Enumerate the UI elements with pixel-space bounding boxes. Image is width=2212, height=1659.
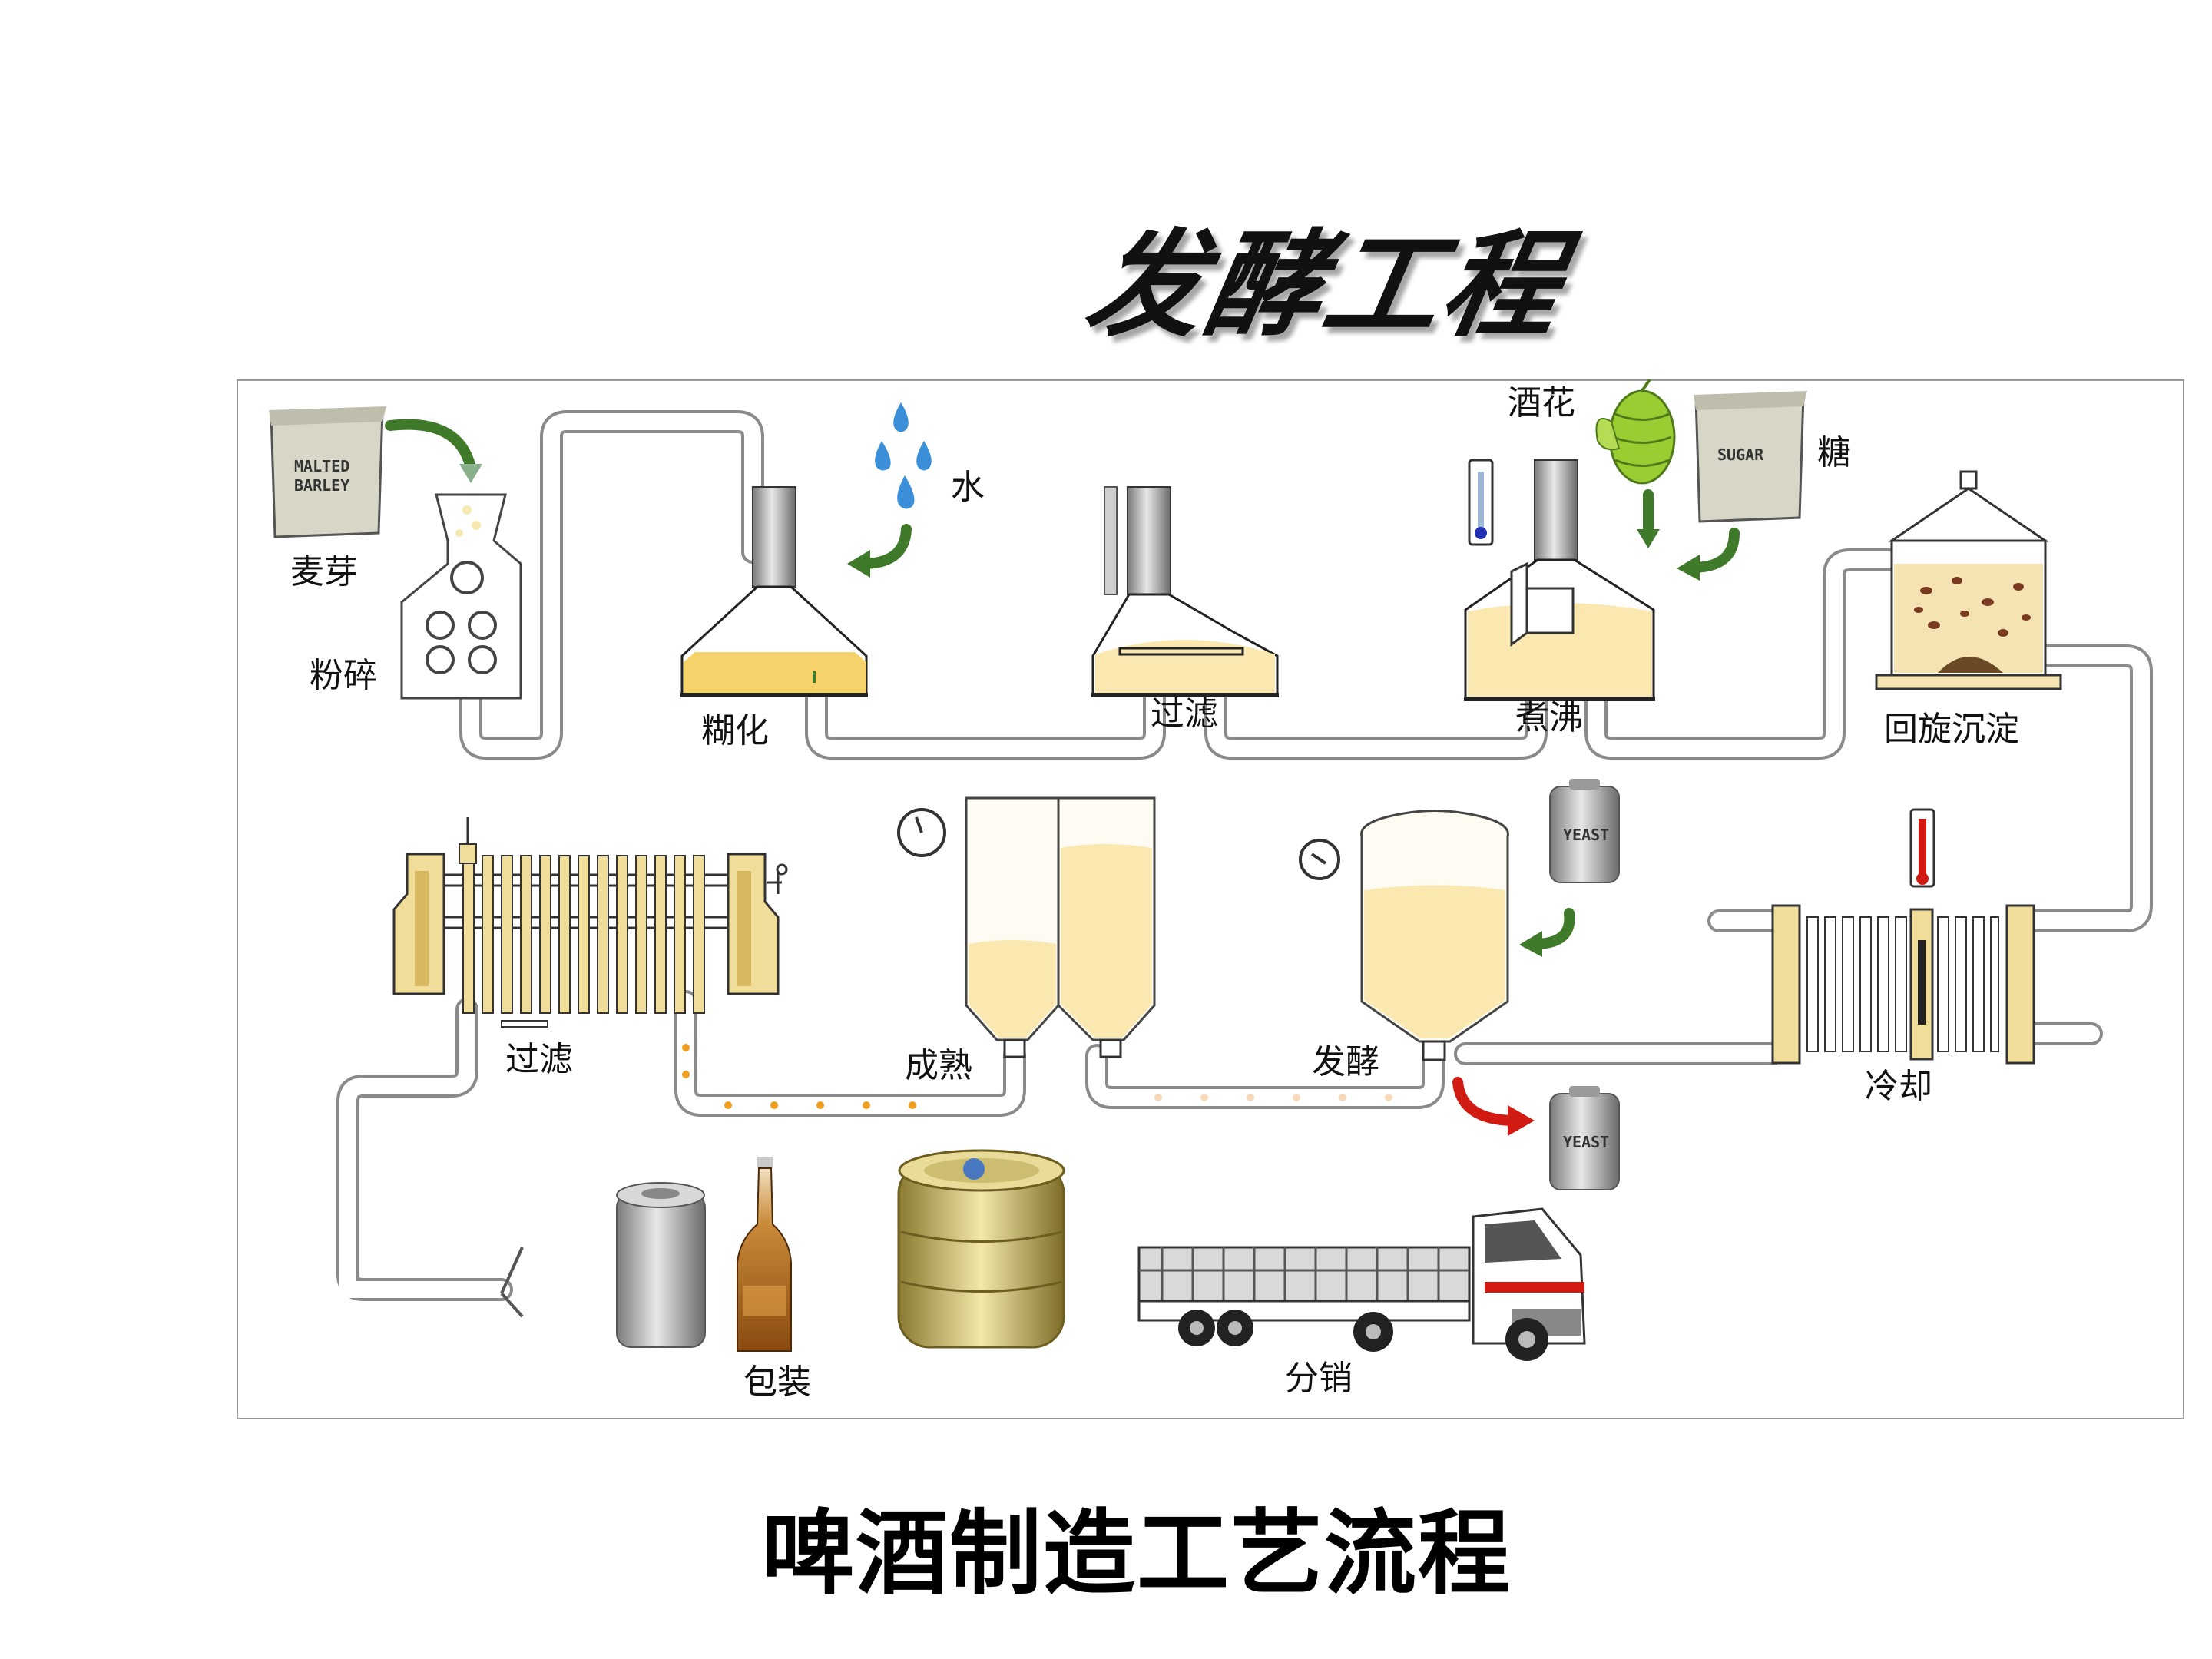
truck-icon bbox=[1137, 1207, 1586, 1361]
yeast-out-arrow-icon bbox=[1452, 1077, 1521, 1126]
label-ferment: 发酵 bbox=[1312, 1042, 1379, 1081]
malt-arrow-icon bbox=[385, 419, 476, 473]
cooler-thermometer-icon bbox=[1909, 808, 1936, 888]
label-hops: 酒花 bbox=[1508, 383, 1575, 422]
hops-icon bbox=[1595, 379, 1676, 485]
label-distribute: 分销 bbox=[1285, 1359, 1353, 1398]
fermenter-icon bbox=[1360, 810, 1509, 1061]
pipes bbox=[336, 410, 2153, 1318]
label-filter-bottom: 过滤 bbox=[505, 1040, 573, 1079]
lauter-tun-icon bbox=[1091, 486, 1279, 697]
process-diagram: MALTED BARLEY 麦芽 粉碎 水 糊化 bbox=[269, 379, 2153, 1402]
label-package: 包装 bbox=[743, 1363, 811, 1402]
label-mature: 成熟 bbox=[905, 1046, 972, 1085]
malt-bag-text-2: BARLEY bbox=[294, 476, 349, 495]
gauge-icon-mature bbox=[897, 808, 946, 857]
footer-title: 啤酒制造工艺流程 bbox=[762, 1499, 1512, 1608]
yeast-bottom-text: YEAST bbox=[1563, 1133, 1609, 1151]
label-sugar: 糖 bbox=[1817, 433, 1851, 472]
filter-press-icon bbox=[392, 817, 788, 1028]
label-filter-top: 过滤 bbox=[1151, 694, 1218, 733]
sugar-bag-text: SUGAR bbox=[1717, 445, 1764, 464]
gauge-icon-ferment bbox=[1299, 839, 1340, 880]
page-title: 发酵工程 bbox=[1077, 219, 1574, 353]
bottle-icon bbox=[737, 1157, 792, 1352]
boil-kettle-icon bbox=[1464, 459, 1655, 701]
water-drops-icon bbox=[875, 402, 932, 509]
thermometer-icon bbox=[1468, 459, 1494, 546]
grinder-icon bbox=[400, 493, 522, 700]
keg-icon bbox=[897, 1149, 1065, 1349]
can-icon bbox=[616, 1182, 706, 1348]
yeast-can-icon: YEAST bbox=[1549, 779, 1620, 883]
water-arrow-icon bbox=[857, 524, 912, 569]
cooler-icon bbox=[1771, 904, 2035, 1065]
label-boil: 煮沸 bbox=[1515, 698, 1583, 737]
whirlpool-tank-icon bbox=[1875, 470, 2062, 690]
label-crush: 粉碎 bbox=[310, 656, 377, 695]
diagram-frame bbox=[237, 379, 2184, 1419]
yeast-can-out-icon: YEAST bbox=[1549, 1086, 1620, 1190]
mash-tun-icon bbox=[680, 486, 868, 697]
label-water: 水 bbox=[951, 468, 985, 507]
malt-bag-text-1: MALTED bbox=[294, 457, 349, 475]
sugar-bag-icon: SUGAR bbox=[1694, 391, 1807, 523]
label-mash: 糊化 bbox=[701, 711, 769, 750]
sugar-arrow-icon bbox=[1687, 528, 1740, 573]
maturation-tanks-icon bbox=[965, 796, 1156, 1058]
label-malt: 麦芽 bbox=[290, 552, 358, 591]
label-whirlpool: 回旋沉淀 bbox=[1884, 710, 2019, 749]
malt-bag-icon: MALTED BARLEY bbox=[269, 406, 386, 538]
yeast-top-text: YEAST bbox=[1563, 826, 1609, 844]
label-cool: 冷却 bbox=[1865, 1067, 1932, 1106]
